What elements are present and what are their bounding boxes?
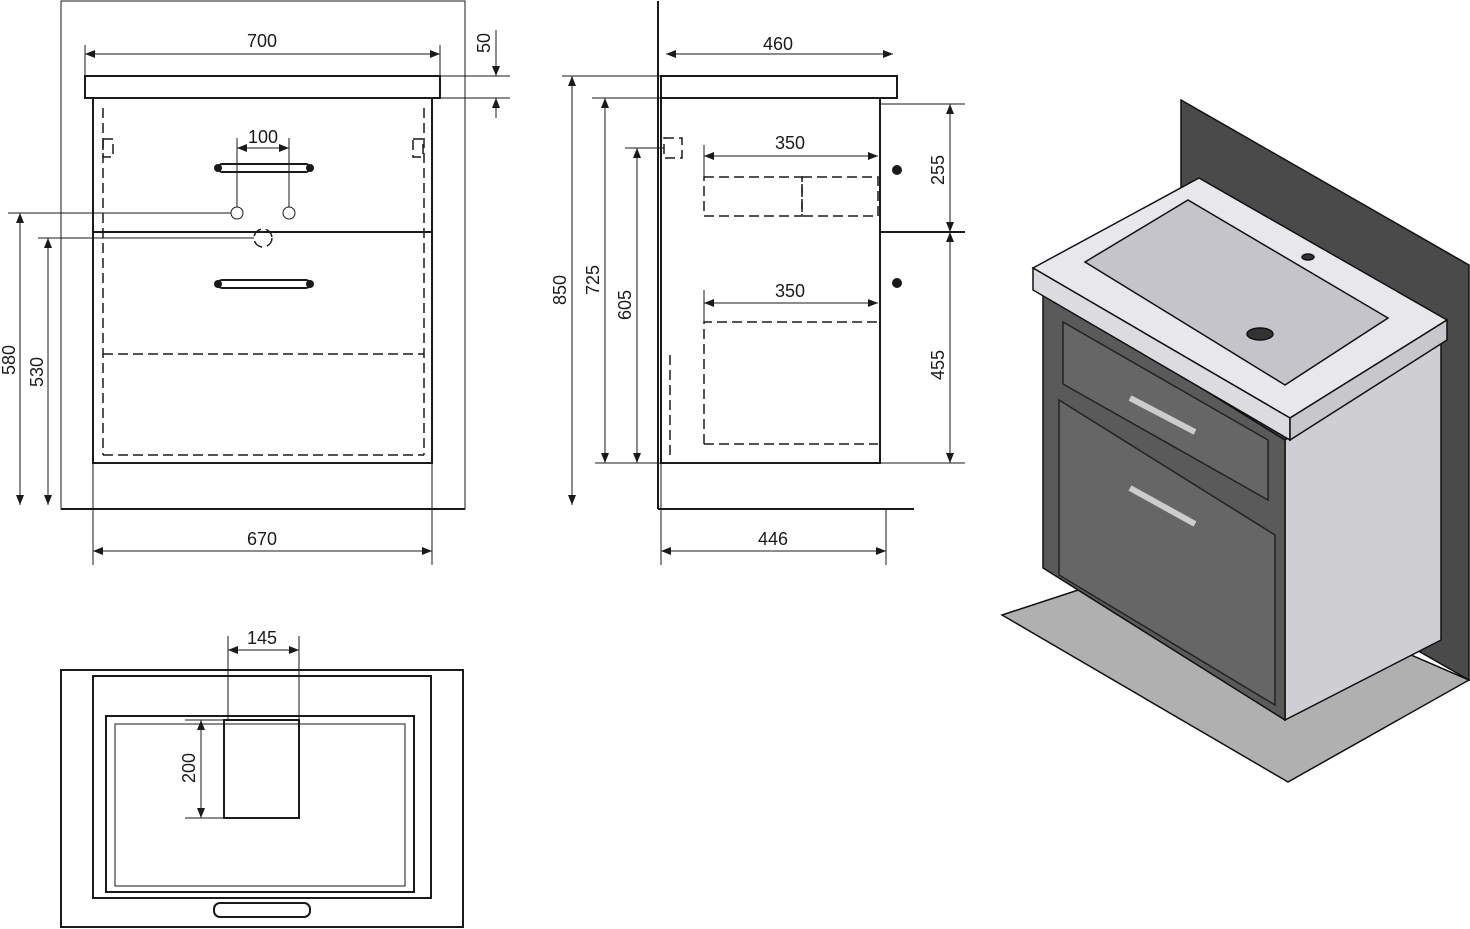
isometric-render: [1000, 98, 1470, 783]
dim-460: 460: [763, 34, 793, 54]
dim-670: 670: [247, 529, 277, 549]
dim-200: 200: [179, 753, 199, 783]
dim-100: 100: [248, 127, 278, 147]
dim-446: 446: [758, 529, 788, 549]
bottom-view: 145 200: [60, 628, 464, 928]
dim-725: 725: [583, 265, 603, 295]
dim-700: 700: [247, 31, 277, 51]
dim-350-lower: 350: [775, 281, 805, 301]
dim-580: 580: [0, 345, 19, 375]
dim-50: 50: [474, 33, 494, 53]
dim-145: 145: [247, 628, 277, 648]
dim-850: 850: [550, 275, 570, 305]
dim-255: 255: [928, 155, 948, 185]
handle-upper: [214, 163, 314, 173]
dim-530: 530: [27, 357, 47, 387]
dim-455: 455: [928, 350, 948, 380]
handle-lower: [214, 279, 314, 289]
dim-605: 605: [615, 290, 635, 320]
side-view: 460 350 350 255 455 850 725 605 446: [550, 1, 965, 565]
dim-350-upper: 350: [775, 133, 805, 153]
front-view: 700 50 100 580 530 670: [0, 0, 510, 565]
